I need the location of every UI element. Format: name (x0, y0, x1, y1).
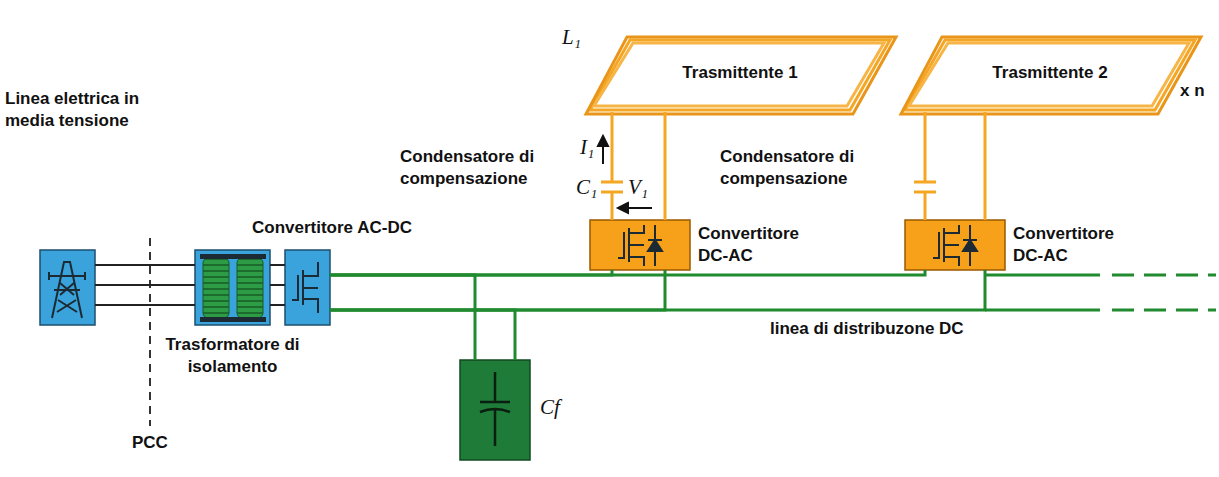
inductance-label: L₁ (562, 26, 581, 48)
dcac-converter-symbol (590, 220, 690, 270)
capacitor-box: Cf (460, 360, 530, 460)
node-label: Cf (540, 396, 600, 418)
component-label: Condensatore di compensazione (400, 146, 572, 190)
signal-arrow (598, 136, 652, 213)
grid-source-box: Linea elettrica in media tensione (40, 250, 95, 325)
voltage-label: V₁ (628, 176, 648, 198)
dc-bus-extension (985, 275, 1216, 310)
node-label: Convertitore AC-DC (252, 217, 452, 239)
dcac-converter-symbol (905, 220, 1005, 270)
converter-box: Convertitore AC-DC (285, 250, 330, 325)
capacitance-label: C₁ (576, 176, 597, 198)
acdc-converter-symbol (285, 250, 330, 325)
pcc-line (149, 238, 151, 426)
multiplicity-label: x n (1180, 80, 1205, 102)
wire-connector (330, 275, 515, 360)
wire-connector (612, 112, 665, 220)
node-label: Linea elettrica in media tensione (5, 88, 175, 132)
dc-link-capacitor (460, 360, 530, 460)
node-label: Trasformatore di isolamento (160, 334, 305, 378)
node-label: Trasmittente 1 (640, 62, 840, 84)
wire-connector (95, 265, 195, 305)
node-label: Convertitore DC-AC (698, 223, 813, 267)
transmitter-coil (586, 37, 896, 114)
component-label: Condensatore di compensazione (720, 146, 892, 190)
transformer-box: Trasformatore di isolamento (195, 250, 270, 325)
node-label: Convertitore DC-AC (1013, 223, 1128, 267)
wire-connector (925, 112, 985, 220)
current-label: I₁ (580, 136, 594, 158)
transmitter-coil-box: Trasmittente 2 (905, 36, 1195, 112)
pylon-symbol (40, 250, 95, 325)
transformer-symbol (195, 250, 270, 325)
wire-connector (270, 265, 285, 305)
pcc-label: PCC (132, 432, 168, 454)
converter-box: Convertitore DC-AC (590, 220, 690, 270)
transmitter-coil-box: Trasmittente 1 (590, 36, 890, 112)
bus-label: linea di distribuzone DC (770, 318, 964, 340)
node-label: Trasmittente 2 (950, 62, 1150, 84)
converter-box: Convertitore DC-AC (905, 220, 1005, 270)
transmitter-coil (901, 37, 1201, 114)
